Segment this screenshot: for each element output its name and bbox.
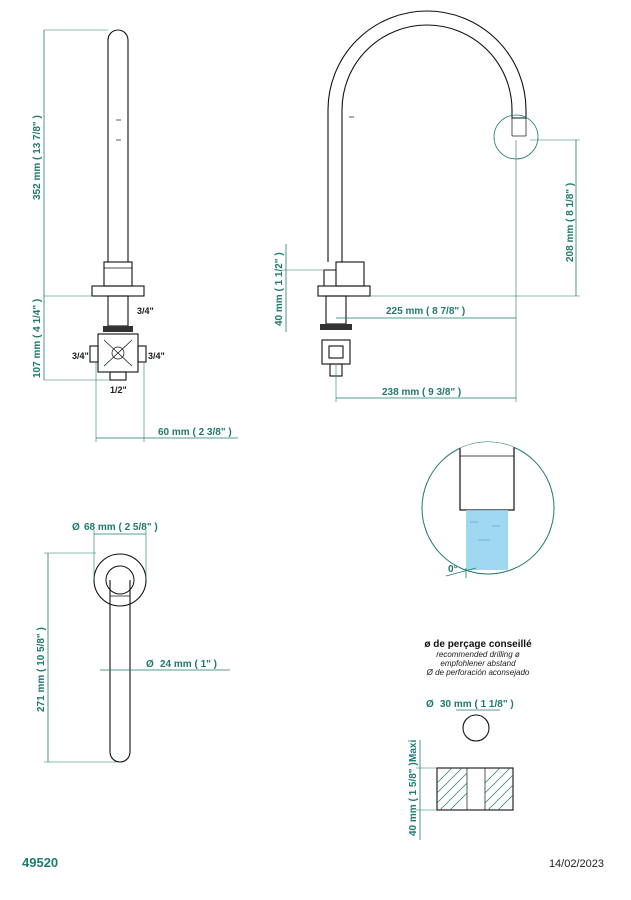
- top-flange-label: 68 mm ( 2 5/8" ): [84, 522, 158, 533]
- side-gooseneck-spout: [327, 10, 527, 262]
- side-reach-label: 225 mm ( 8 7/8" ): [386, 306, 465, 317]
- fitting-bottom-label: 1/2": [110, 385, 127, 395]
- detail-view: 0°: [421, 441, 555, 578]
- side-nut: [320, 324, 352, 330]
- front-shank: [107, 295, 129, 327]
- reference-number: 49520: [22, 855, 58, 870]
- drilling-line-de: empfohlener abstand: [440, 659, 516, 668]
- front-nut: [103, 326, 133, 332]
- svg-text:Ø: Ø: [426, 699, 434, 710]
- top-spout: [109, 580, 131, 763]
- drilling-deck-section: [436, 767, 514, 811]
- detail-angle-label: 0°: [448, 564, 458, 575]
- drilling-line-en: recommended drilling ø: [436, 650, 520, 659]
- drilling-maxi-label: Maxi: [408, 740, 419, 762]
- svg-text:Ø: Ø: [146, 659, 154, 670]
- side-lever: [323, 269, 336, 286]
- side-valve-body: [321, 339, 351, 365]
- front-bottom-connection: [109, 371, 127, 381]
- front-height-label: 352 mm ( 13 7/8" ): [32, 115, 43, 200]
- front-body-height-label: 107 mm ( 4 1/4" ): [32, 299, 43, 378]
- top-flange-inner: [105, 565, 135, 595]
- front-spout-pipe: [107, 29, 129, 262]
- detail-spout-outlet: [459, 442, 515, 511]
- front-collar: [103, 261, 133, 287]
- drilling-detail: ø de perçage conseillé recommended drill…: [408, 639, 532, 840]
- fitting-top-label: 3/4": [137, 306, 154, 316]
- drilling-hole-label: 30 mm ( 1 1/8" ): [440, 699, 514, 710]
- front-left-connection: [89, 345, 99, 363]
- fitting-left-label: 3/4": [72, 351, 89, 361]
- drilling-thickness-label: 40 mm ( 1 5/8" ): [408, 762, 419, 836]
- svg-text:Ø: Ø: [72, 522, 80, 533]
- drawing-date: 14/02/2023: [549, 858, 604, 870]
- side-deck-flange: [317, 285, 371, 297]
- front-deck-flange: [91, 285, 145, 297]
- fitting-right-label: 3/4": [148, 351, 165, 361]
- side-shank: [325, 295, 347, 325]
- side-view: 208 mm ( 8 1/8" ) 40 mm ( 1 1/2" ) 225 m…: [274, 10, 580, 402]
- front-view: 352 mm ( 13 7/8" ) 107 mm ( 4 1/4" ) 3/4…: [32, 29, 238, 442]
- drilling-title: ø de perçage conseillé: [424, 639, 532, 650]
- top-length-label: 271 mm ( 10 5/8" ): [36, 627, 47, 712]
- side-collar: [335, 261, 365, 287]
- drilling-hole-circle: [462, 714, 490, 742]
- top-view: Ø 68 mm ( 2 5/8" ) Ø 24 mm ( 1" ) 271 mm…: [36, 522, 230, 763]
- side-base-label: 40 mm ( 1 1/2" ): [274, 252, 285, 326]
- side-total-reach-label: 238 mm ( 9 3/8" ): [382, 387, 461, 398]
- top-spout-label: 24 mm ( 1" ): [160, 659, 217, 670]
- side-height-label: 208 mm ( 8 1/8" ): [565, 183, 576, 262]
- front-width-label: 60 mm ( 2 3/8" ): [158, 427, 232, 438]
- front-right-connection: [137, 345, 147, 363]
- drilling-line-es: Ø de perforación aconsejado: [426, 668, 530, 677]
- top-flange-outer: [93, 553, 147, 607]
